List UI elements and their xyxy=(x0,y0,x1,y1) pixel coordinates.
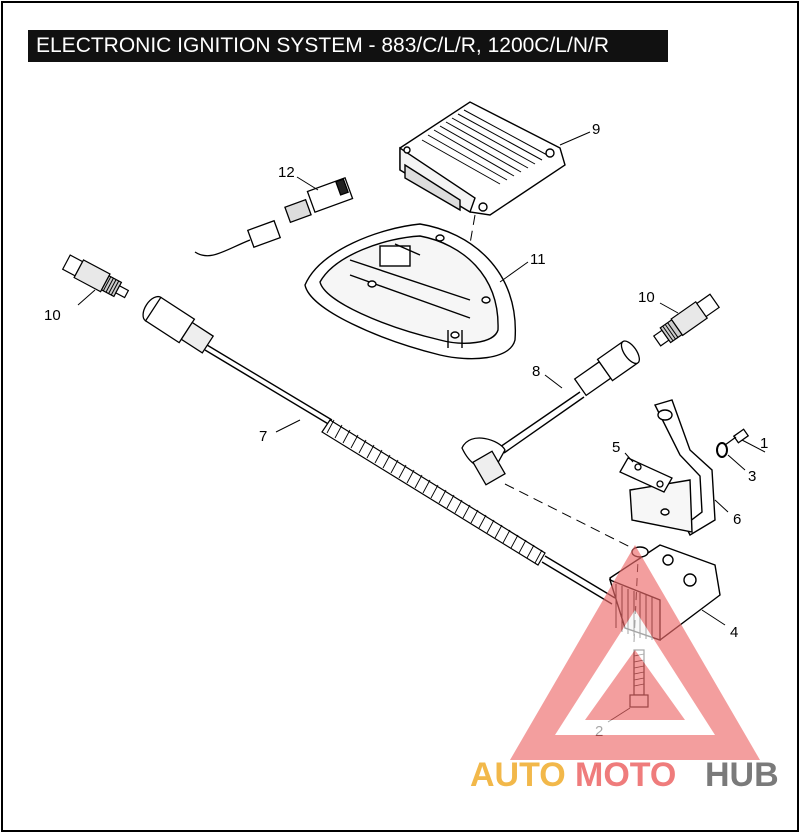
wire-coil xyxy=(326,419,543,564)
dashed-line-wire xyxy=(504,483,641,553)
callout-5: 5 xyxy=(612,439,620,456)
mounting-plate-part xyxy=(619,457,673,493)
spark-plug-wire-long-part xyxy=(142,295,616,605)
watermark-hub: HUB xyxy=(705,756,779,794)
watermark-logo xyxy=(510,545,760,760)
callout-6: 6 xyxy=(733,511,741,528)
leader-5 xyxy=(624,452,634,463)
leader-11 xyxy=(499,261,529,283)
watermark-auto: AUTO xyxy=(470,756,566,794)
spark-plug-right-part xyxy=(652,293,720,347)
leader-7 xyxy=(275,419,301,433)
leader-10b xyxy=(659,302,679,314)
coil-bracket-part xyxy=(629,399,716,536)
leader-1 xyxy=(741,439,766,453)
callout-3: 3 xyxy=(748,468,756,485)
ecm-module-part xyxy=(399,101,566,216)
callout-11: 11 xyxy=(530,251,546,268)
leader-3 xyxy=(727,454,746,471)
leader-8 xyxy=(544,374,563,389)
spark-plug-wire-short-part xyxy=(461,340,640,486)
leader-6 xyxy=(714,499,729,513)
page-title: ELECTRONIC IGNITION SYSTEM - 883/C/L/R, … xyxy=(28,30,668,62)
leader-4 xyxy=(701,609,726,626)
callout-9: 9 xyxy=(592,121,600,138)
callout-10-right: 10 xyxy=(638,289,655,306)
leader-10a xyxy=(77,289,96,306)
connector-part xyxy=(194,176,354,257)
callout-8: 8 xyxy=(532,363,540,380)
leader-12 xyxy=(296,176,319,191)
callout-7: 7 xyxy=(259,428,267,445)
callout-10-left: 10 xyxy=(44,307,61,324)
callout-1: 1 xyxy=(760,435,768,452)
screw-washer-part xyxy=(716,428,750,458)
callout-4: 4 xyxy=(730,624,738,641)
mounting-tray-part xyxy=(304,223,516,360)
watermark-moto: MOTO xyxy=(575,756,676,794)
callout-12: 12 xyxy=(278,164,295,181)
leader-9 xyxy=(559,131,591,146)
spark-plug-left-part xyxy=(61,254,130,299)
